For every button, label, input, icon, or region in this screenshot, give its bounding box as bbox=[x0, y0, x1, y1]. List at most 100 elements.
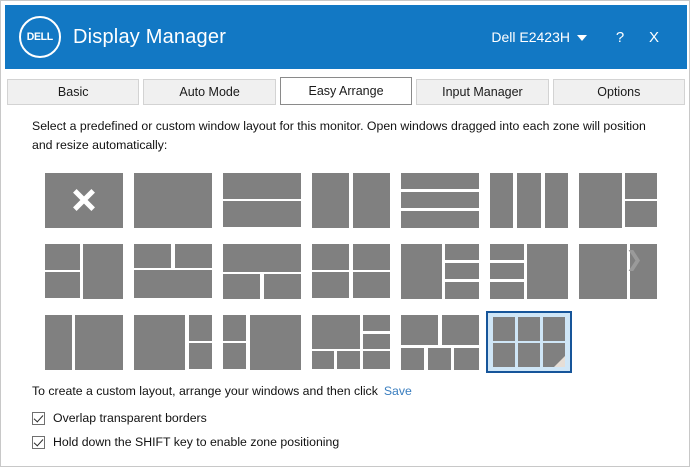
layout-pane bbox=[74, 314, 123, 370]
checkbox-icon[interactable] bbox=[32, 435, 45, 449]
checkbox-shift-zone-positioning[interactable]: Hold down the SHIFT key to enable zone p… bbox=[32, 435, 339, 449]
layout-pane bbox=[493, 343, 515, 367]
save-link[interactable]: Save bbox=[383, 384, 412, 398]
layout-big-left-two-small-right[interactable] bbox=[130, 311, 216, 373]
layout-three-columns[interactable] bbox=[486, 169, 572, 231]
tab-basic[interactable]: Basic bbox=[7, 79, 140, 105]
layout-pane bbox=[249, 314, 301, 370]
layout-complex-four[interactable] bbox=[308, 311, 394, 373]
tab-label: Input Manager bbox=[442, 85, 523, 99]
layout-left-big-two-right[interactable] bbox=[575, 169, 661, 231]
layout-thumbnail bbox=[579, 243, 657, 299]
brand: DELL Display Manager bbox=[5, 16, 226, 58]
layout-thumbnail bbox=[493, 317, 565, 367]
chevron-down-icon bbox=[577, 35, 587, 41]
layout-wide-narrow-columns[interactable] bbox=[575, 240, 661, 302]
layout-two-small-left-big-right[interactable] bbox=[219, 311, 305, 373]
layout-pane bbox=[444, 243, 479, 260]
layout-one-top-two-bottom[interactable] bbox=[219, 240, 305, 302]
layout-thumbnail bbox=[401, 243, 479, 299]
layout-thumbnail bbox=[579, 172, 657, 228]
layout-narrow-wide-columns[interactable] bbox=[41, 311, 127, 373]
layout-pane bbox=[223, 243, 301, 272]
layout-pane bbox=[527, 243, 568, 299]
next-page-arrow-icon[interactable]: ❯ bbox=[625, 247, 643, 271]
layout-pane bbox=[174, 243, 212, 269]
layout-pane bbox=[223, 172, 301, 199]
layout-pane bbox=[625, 201, 657, 228]
layout-single[interactable] bbox=[130, 169, 216, 231]
titlebar: DELL Display Manager Dell E2423H ? X bbox=[5, 5, 687, 69]
layout-left-two-right-big[interactable] bbox=[41, 240, 127, 302]
monitor-selector[interactable]: Dell E2423H bbox=[491, 29, 587, 45]
layout-grid: ❯ bbox=[41, 169, 657, 373]
layout-pane bbox=[401, 243, 442, 299]
layout-pane bbox=[401, 211, 479, 228]
layout-two-top-three-bottom[interactable] bbox=[397, 311, 483, 373]
layout-none[interactable] bbox=[41, 169, 127, 231]
layout-pane bbox=[363, 333, 390, 349]
layout-pane bbox=[363, 350, 390, 370]
layout-thumbnail bbox=[223, 243, 301, 299]
layout-two-top-one-bottom[interactable] bbox=[130, 240, 216, 302]
layout-pane bbox=[490, 282, 525, 299]
layout-thumbnail bbox=[45, 172, 123, 228]
layout-pane bbox=[579, 243, 628, 299]
layout-pane bbox=[518, 317, 540, 341]
tab-options[interactable]: Options bbox=[552, 79, 686, 105]
corner-fold-icon bbox=[554, 356, 565, 367]
tab-easy-arrange[interactable]: Easy Arrange bbox=[279, 77, 413, 105]
layout-pane bbox=[490, 243, 525, 260]
layout-pane bbox=[625, 172, 657, 199]
layout-pane bbox=[223, 343, 247, 370]
layout-pane bbox=[263, 273, 301, 299]
checkbox-overlap-transparent-borders[interactable]: Overlap transparent borders bbox=[32, 411, 207, 425]
layout-thumbnail bbox=[401, 172, 479, 228]
layout-thumbnail bbox=[312, 243, 390, 299]
layout-thumbnail bbox=[490, 243, 568, 299]
layout-left-big-three-right[interactable] bbox=[397, 240, 483, 302]
layout-thumbnail bbox=[45, 314, 123, 370]
close-button[interactable]: X bbox=[648, 28, 659, 46]
layout-pane bbox=[630, 243, 657, 299]
dell-logo-text: DELL bbox=[26, 31, 54, 43]
layout-thumbnail bbox=[134, 172, 212, 228]
layout-pane bbox=[490, 172, 514, 228]
layout-pane bbox=[454, 347, 479, 370]
layout-pane bbox=[188, 314, 212, 341]
layout-two-rows[interactable] bbox=[219, 169, 305, 231]
layout-pane bbox=[444, 282, 479, 299]
layout-pane bbox=[83, 243, 123, 299]
layout-pane bbox=[223, 273, 261, 299]
layout-two-columns[interactable] bbox=[308, 169, 394, 231]
layout-pane bbox=[312, 243, 350, 270]
no-layout-x-icon bbox=[71, 187, 97, 213]
help-button[interactable]: ? bbox=[615, 28, 625, 46]
layout-pane bbox=[544, 172, 568, 228]
layout-three-rows[interactable] bbox=[397, 169, 483, 231]
layout-pane bbox=[401, 314, 439, 346]
layout-pane bbox=[312, 172, 350, 228]
custom-layout-hint: To create a custom layout, arrange your … bbox=[32, 384, 412, 398]
layout-pane bbox=[579, 172, 622, 228]
layout-pane bbox=[401, 172, 479, 189]
layout-pane bbox=[223, 314, 247, 341]
layout-row bbox=[41, 169, 657, 231]
tab-auto-mode[interactable]: Auto Mode bbox=[143, 79, 276, 105]
layout-grid-3x2[interactable] bbox=[486, 311, 572, 373]
layout-pane bbox=[188, 343, 212, 370]
checkbox-icon[interactable] bbox=[32, 411, 45, 425]
layout-three-left-right-big[interactable] bbox=[486, 240, 572, 302]
layout-pane bbox=[441, 314, 479, 346]
layout-thumbnail bbox=[312, 172, 390, 228]
layout-pane bbox=[134, 270, 212, 299]
layout-grid-2x2[interactable] bbox=[308, 240, 394, 302]
layout-pane bbox=[312, 350, 334, 370]
tab-input-manager[interactable]: Input Manager bbox=[416, 79, 549, 105]
layout-row bbox=[41, 311, 641, 373]
layout-row bbox=[41, 240, 657, 302]
checkbox-label: Hold down the SHIFT key to enable zone p… bbox=[53, 435, 340, 449]
layout-pane bbox=[352, 172, 390, 228]
